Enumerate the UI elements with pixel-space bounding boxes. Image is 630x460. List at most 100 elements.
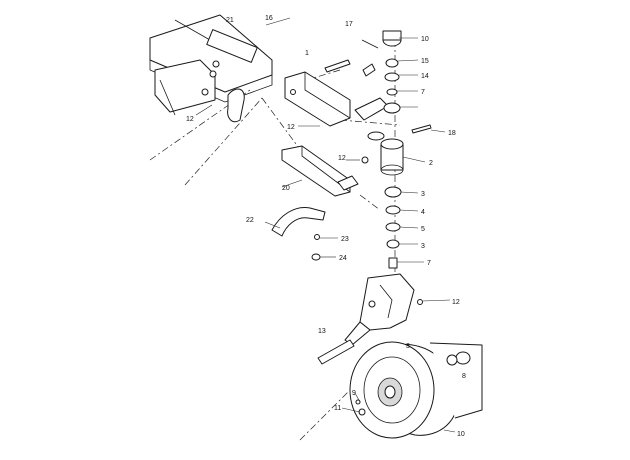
hardware-stack-upper [361, 30, 432, 134]
clip-hardware [271, 206, 326, 261]
bolt-part-18 [411, 124, 432, 134]
callout-3: 3 [421, 191, 425, 198]
washer-part-6 [386, 239, 400, 249]
callout-10: 10 [421, 36, 429, 43]
washer-part-3 [384, 186, 402, 198]
leader [354, 392, 361, 403]
center-line [339, 119, 401, 126]
leader [399, 209, 419, 212]
leader [341, 407, 361, 413]
bracket-body [284, 71, 351, 127]
arm-end [337, 175, 359, 191]
callout-13: 13 [318, 328, 326, 335]
callout-12: 12 [452, 299, 460, 306]
frame-assembly [149, 14, 273, 123]
leader [281, 179, 303, 188]
leader [400, 191, 419, 194]
callout-1: 1 [305, 50, 309, 57]
nut-part-14 [384, 72, 400, 82]
bolt-part-23 [314, 234, 320, 240]
leader [397, 59, 419, 62]
pin-part-17 [361, 39, 379, 49]
frame-bolt [212, 60, 220, 68]
callout-18: 18 [448, 130, 456, 137]
callout-14: 14 [421, 73, 429, 80]
callout-16: 16 [265, 15, 273, 22]
callout-2: 2 [429, 160, 433, 167]
fork-edge [379, 284, 393, 319]
wheel-bore [384, 385, 396, 399]
callout-20: 20 [282, 185, 290, 192]
axle-bolt-part-13 [317, 339, 355, 365]
wheel-assembly [349, 341, 483, 439]
arm-part-20 [281, 145, 369, 197]
bracket-collar [367, 131, 385, 141]
leader-lines [195, 17, 456, 433]
spindle-top [380, 138, 404, 150]
caster-fork [317, 273, 423, 365]
callout-3: 3 [421, 243, 425, 250]
bracket-edge [304, 72, 351, 119]
bearing-part-8 [455, 351, 471, 365]
callout-7: 7 [421, 89, 425, 96]
callout-4: 4 [421, 209, 425, 216]
leader [402, 156, 426, 163]
hardware-stack-lower [384, 186, 402, 269]
frame-bracket-edge [159, 79, 176, 116]
leader [265, 17, 291, 26]
washer-part-5 [385, 222, 401, 232]
washer-part-7 [386, 88, 398, 96]
fork-bolt [417, 299, 423, 305]
fork-hole [368, 300, 376, 308]
leader [430, 129, 446, 133]
callout-12: 12 [186, 116, 194, 123]
leader [422, 299, 451, 302]
callout-12: 12 [338, 155, 346, 162]
callout-7: 7 [427, 260, 431, 267]
spindle-bottom [380, 164, 404, 176]
leader [264, 221, 281, 229]
callout-10: 10 [457, 431, 465, 438]
callout-21: 21 [226, 17, 234, 24]
frame-tongue-side [149, 60, 273, 103]
arm-body [281, 145, 351, 197]
leader [443, 429, 456, 433]
callout-3: 3 [406, 343, 410, 350]
center-line [184, 97, 263, 186]
leader [399, 226, 419, 229]
bearing-part-9 [446, 354, 458, 366]
bracket-hole [290, 89, 296, 95]
bushing-part-9 [383, 102, 401, 114]
callout-9: 9 [352, 390, 356, 397]
callout-5: 5 [421, 226, 425, 233]
fork-plate [359, 273, 415, 331]
arm-pin [361, 156, 369, 164]
callout-15: 15 [421, 58, 429, 65]
spindle-part-2 [380, 138, 404, 176]
wheel-rim [363, 356, 421, 424]
arm-edge [301, 146, 351, 193]
frame-plate [206, 29, 258, 63]
callout-11: 11 [334, 405, 341, 412]
washer-part-4 [385, 205, 401, 215]
callout-17: 17 [345, 21, 353, 28]
bracket-arm [354, 97, 389, 121]
nut-part-24 [311, 253, 321, 261]
bolt-part-16 [362, 63, 376, 77]
frame-hanger [227, 88, 245, 123]
frame-bolt [201, 88, 209, 96]
washer-part-15 [385, 58, 399, 68]
callout-23: 23 [341, 236, 349, 243]
bolt-shank [324, 59, 351, 73]
leader [195, 104, 213, 116]
callout-8: 8 [462, 373, 466, 380]
callout-labels: 1 2 3 3 3 4 5 6 7 7 8 9 10 10 11 12 12 1… [186, 15, 466, 438]
clip-part-22 [271, 206, 326, 237]
callout-24: 24 [339, 255, 347, 262]
center-line [359, 194, 381, 211]
frame-bolt [209, 70, 217, 78]
callout-12: 12 [287, 124, 295, 131]
callout-22: 22 [246, 217, 254, 224]
